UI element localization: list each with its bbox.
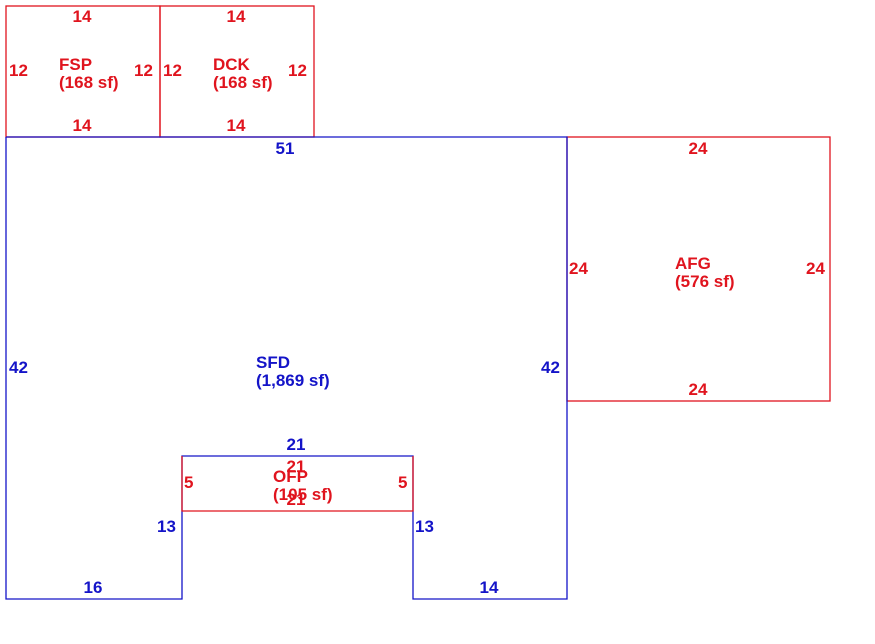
fsp-dim-right: 12 [134,61,153,80]
area-dck: 14 14 12 12 DCK (168 sf) [159,5,315,138]
afg-area: (576 sf) [675,272,735,291]
fsp-dim-bottom: 14 [73,116,92,135]
dck-dim-top: 14 [227,7,246,26]
dck-dim-left: 12 [163,61,182,80]
ofp-area: (105 sf) [273,485,333,504]
afg-dim-bottom: 24 [689,380,708,399]
dck-dim-right: 12 [288,61,307,80]
fsp-area: (168 sf) [59,73,119,92]
ofp-dim-bottom: 21 [287,490,306,509]
ofp-dim-top: 21 [287,457,306,476]
afg-dim-right: 24 [806,259,825,278]
area-afg: 24 24 24 24 AFG (576 sf) [566,136,831,402]
ofp-dim-left: 5 [184,473,193,492]
sfd-dim-right: 42 [541,358,560,377]
area-ofp: 21 21 5 5 OFP (105 sf) [181,456,414,512]
afg-dim-left: 24 [569,259,588,278]
fsp-dim-top: 14 [73,7,92,26]
dck-dim-bottom: 14 [227,116,246,135]
area-sfd: 51 42 42 16 14 13 13 21 SFD (1,869 sf) [5,136,568,600]
sfd-area: (1,869 sf) [256,371,330,390]
ofp-outline [181,456,414,512]
fsp-code: FSP [59,55,92,74]
sfd-code: SFD [256,353,290,372]
sfd-dim-left: 42 [9,358,28,377]
ofp-code: OFP [273,467,308,486]
sfd-dim-bottom-right: 14 [480,578,499,597]
dck-code: DCK [213,55,251,74]
afg-dim-top: 24 [689,139,708,158]
sfd-dim-notch-left: 13 [157,517,176,536]
sfd-dim-notch-top: 21 [287,435,306,454]
ofp-dim-right: 5 [398,473,407,492]
sfd-dim-top: 51 [276,139,295,158]
afg-code: AFG [675,254,711,273]
sfd-dim-notch-right: 13 [415,517,434,536]
sfd-dim-bottom-left: 16 [84,578,103,597]
fsp-dim-left: 12 [9,61,28,80]
dck-area: (168 sf) [213,73,273,92]
area-fsp: 14 14 12 12 FSP (168 sf) [5,5,161,138]
